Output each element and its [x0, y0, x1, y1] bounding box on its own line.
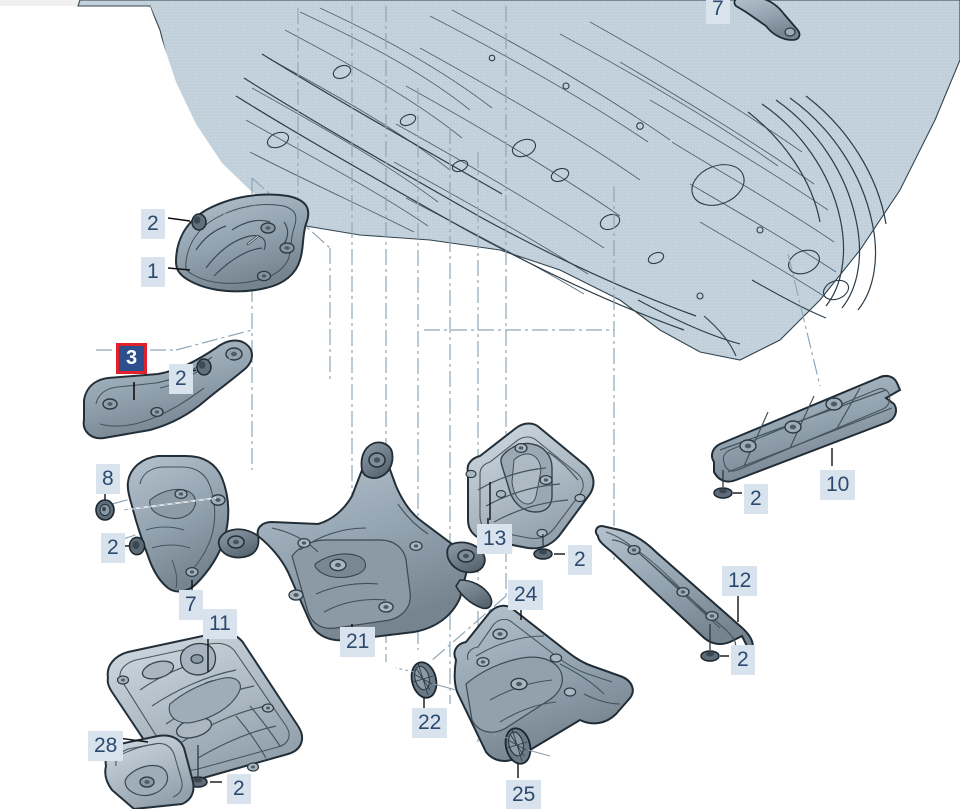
part-12-diagonal-brace-strut[interactable] — [594, 524, 754, 654]
part-24-heat-shield-rear[interactable] — [453, 604, 634, 762]
label-2-a[interactable]: 2 — [141, 209, 165, 239]
label-25[interactable]: 25 — [506, 780, 542, 809]
label-2-c[interactable]: 2 — [101, 533, 125, 563]
label-21[interactable]: 21 — [340, 627, 376, 657]
part-2-fastener-clip-f[interactable] — [700, 624, 720, 662]
label-12[interactable]: 12 — [722, 566, 758, 596]
part-3-support-brace-highlighted[interactable] — [82, 339, 253, 440]
label-22[interactable]: 22 — [412, 708, 448, 738]
leader-2-a — [167, 217, 191, 222]
part-8-grommet-nut[interactable] — [95, 499, 115, 521]
label-10[interactable]: 10 — [820, 470, 856, 500]
vehicle-underbody-structure — [77, 0, 960, 361]
part-2-fastener-clip-a[interactable] — [191, 204, 259, 231]
label-24[interactable]: 24 — [508, 580, 544, 610]
part-2-fastener-clip-e[interactable] — [713, 470, 733, 499]
part-21-subframe-bracket-assembly[interactable] — [217, 441, 493, 642]
label-7[interactable]: 7 — [179, 590, 203, 620]
label-8[interactable]: 8 — [96, 464, 120, 494]
label-11[interactable]: 11 — [203, 609, 237, 639]
label-1[interactable]: 1 — [141, 257, 165, 287]
part-10-heat-shield-long-right[interactable] — [711, 374, 902, 483]
part-22-retaining-clip-large[interactable] — [395, 660, 457, 701]
part-7-heat-shield-bracket[interactable] — [123, 455, 230, 593]
label-7-top[interactable]: 7 — [706, 0, 730, 24]
label-2-b[interactable]: 2 — [169, 364, 193, 394]
label-2-d[interactable]: 2 — [568, 545, 592, 575]
part-7-top-small-bracket[interactable] — [733, 0, 801, 41]
label-13[interactable]: 13 — [477, 524, 513, 554]
part-2-fastener-clip-c[interactable] — [128, 536, 146, 556]
label-3[interactable]: 3 — [116, 343, 148, 374]
part-2-fastener-clip-d[interactable] — [533, 534, 553, 560]
part-25-retaining-clip-large-lower[interactable] — [489, 726, 551, 767]
leader-1 — [167, 267, 191, 271]
label-28[interactable]: 28 — [88, 731, 124, 761]
label-2-f[interactable]: 2 — [731, 645, 755, 675]
label-2-e[interactable]: 2 — [744, 484, 768, 514]
part-2-fastener-clip-b[interactable] — [196, 355, 241, 376]
part-1-heat-shield-upper-left[interactable] — [174, 193, 310, 293]
label-2-g[interactable]: 2 — [227, 774, 251, 804]
